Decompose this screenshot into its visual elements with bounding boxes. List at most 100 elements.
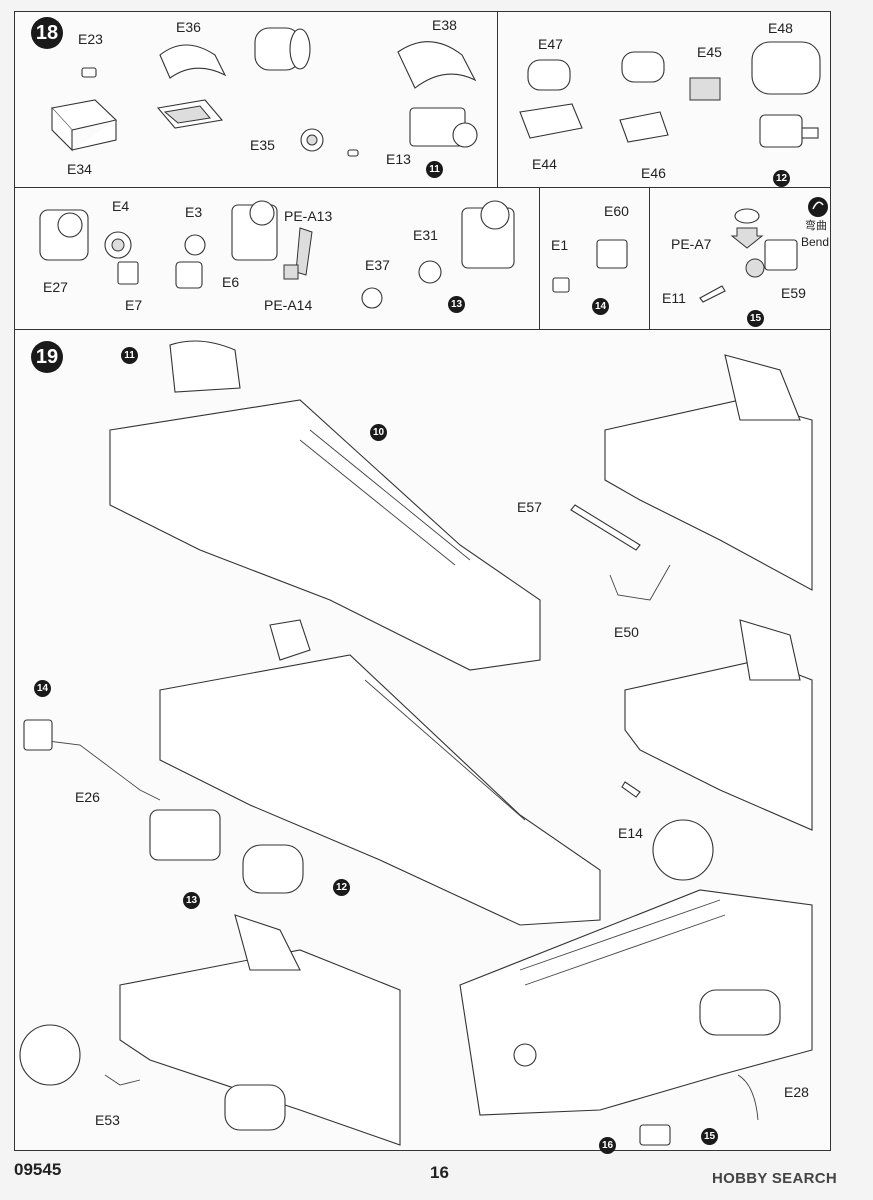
part-e37-icon [361,287,383,309]
part-e11-icon [699,285,726,303]
label-e37: E37 [365,257,390,273]
subassembly-badge: 10 [370,424,387,441]
subassembly-badge: 16 [599,1137,616,1154]
subassembly-badge: 13 [183,892,200,909]
label-e53: E53 [95,1112,120,1128]
part-e35-icon [300,128,324,152]
part-e36-base-icon [156,99,224,129]
part-e38-icon [397,41,477,89]
part-e23-icon [81,67,97,78]
subassembly-badge: 12 [333,879,350,896]
label-e36: E36 [176,19,201,35]
part-e45-icon [621,51,721,101]
label-e48: E48 [768,20,793,36]
label-e44: E44 [532,156,557,172]
label-e28: E28 [784,1084,809,1100]
label-e13: E13 [386,151,411,167]
chassis-frame-bottom-left-icon [119,914,401,1146]
part-e7-icon [117,261,139,285]
label-e47: E47 [538,36,563,52]
part-subassy13-engine-icon [149,809,221,861]
label-e23: E23 [78,31,103,47]
subassembly-badge: 14 [34,680,51,697]
label-pe-a7: PE-A7 [671,236,712,252]
bend-circle-icon [808,197,828,217]
part-cylinder-icon [254,27,311,71]
part-subassy15-unit-icon [639,1124,671,1146]
subassembly-badge: 11 [121,347,138,364]
label-pe-a14: PE-A14 [264,297,313,313]
detail-callout-e53-icon [19,1024,81,1086]
chassis-frame-top-icon [109,340,541,671]
subassembly-badge: 12 [773,170,790,187]
part-e48-icon [751,41,821,95]
part-e26-icon [23,719,161,801]
chassis-frame-middle-right-icon [624,619,813,831]
part-e44-icon [519,103,583,139]
part-e46-icon [619,111,669,143]
subassembly-badge: 15 [701,1128,718,1145]
part-e27-icon [39,209,89,261]
part-e4-icon [104,231,132,259]
panel-step18-right [497,11,831,188]
part-e13-icon [347,149,359,157]
part-e53-icon [104,1074,141,1086]
page-number: 16 [430,1163,449,1182]
part-subassy11-housing-icon [231,200,278,261]
part-e14-icon [621,781,641,798]
part-e28-icon [737,1074,759,1121]
part-pe-a13-icon [295,227,313,276]
label-e59: E59 [781,285,806,301]
bend-note-en: Bend [801,235,830,249]
part-e60-icon [596,239,628,269]
label-e35: E35 [250,137,275,153]
label-e38: E38 [432,17,457,33]
label-e26: E26 [75,789,100,805]
label-e31: E31 [413,227,438,243]
part-e47-icon [527,59,571,91]
part-e48-base-icon [759,114,819,148]
chassis-frame-middle-icon [159,619,601,926]
subassembly-badge: 14 [592,298,609,315]
part-e36-icon [159,44,227,79]
label-e7: E7 [125,297,143,313]
label-e46: E46 [641,165,666,181]
label-e45: E45 [697,44,722,60]
part-e38-base-icon [409,107,478,148]
label-e60: E60 [604,203,629,219]
part-subassy12-tank-icon [242,844,304,894]
label-e57: E57 [517,499,542,515]
part-e6-icon [175,261,203,289]
label-e11: E11 [662,290,686,306]
step-number-badge: 19 [31,341,63,373]
label-e34: E34 [67,161,92,177]
part-e57-icon [570,504,641,551]
part-e31-icon [418,260,442,284]
bend-arrow-icon [730,227,764,249]
subassembly-badge: 13 [448,296,465,313]
label-e1: E1 [551,237,569,253]
label-e3: E3 [185,204,203,220]
part-e34-icon [50,99,118,152]
label-e4: E4 [112,198,130,214]
chassis-frame-bottom-right-icon [459,889,813,1116]
detail-callout-e14-icon [652,819,714,881]
bend-note-cn: 弯曲 [805,220,827,232]
part-subassy13-body-icon [461,200,515,269]
subassembly-badge: 15 [747,310,764,327]
label-pe-a13: PE-A13 [284,208,333,224]
model-code: 09545 [14,1160,62,1179]
part-e3-icon [184,234,206,256]
label-e50: E50 [614,624,639,640]
label-e14: E14 [618,825,643,841]
part-pe-a7-icon [734,208,760,224]
chassis-frame-top-right-icon [604,354,813,591]
part-pe-a14-icon [283,264,299,280]
subassembly-badge: 11 [426,161,443,178]
part-e1-icon [552,277,570,293]
label-e27: E27 [43,279,68,295]
part-e50-icon [609,564,671,601]
step-number-badge: 18 [31,17,63,49]
label-e6: E6 [222,274,240,290]
